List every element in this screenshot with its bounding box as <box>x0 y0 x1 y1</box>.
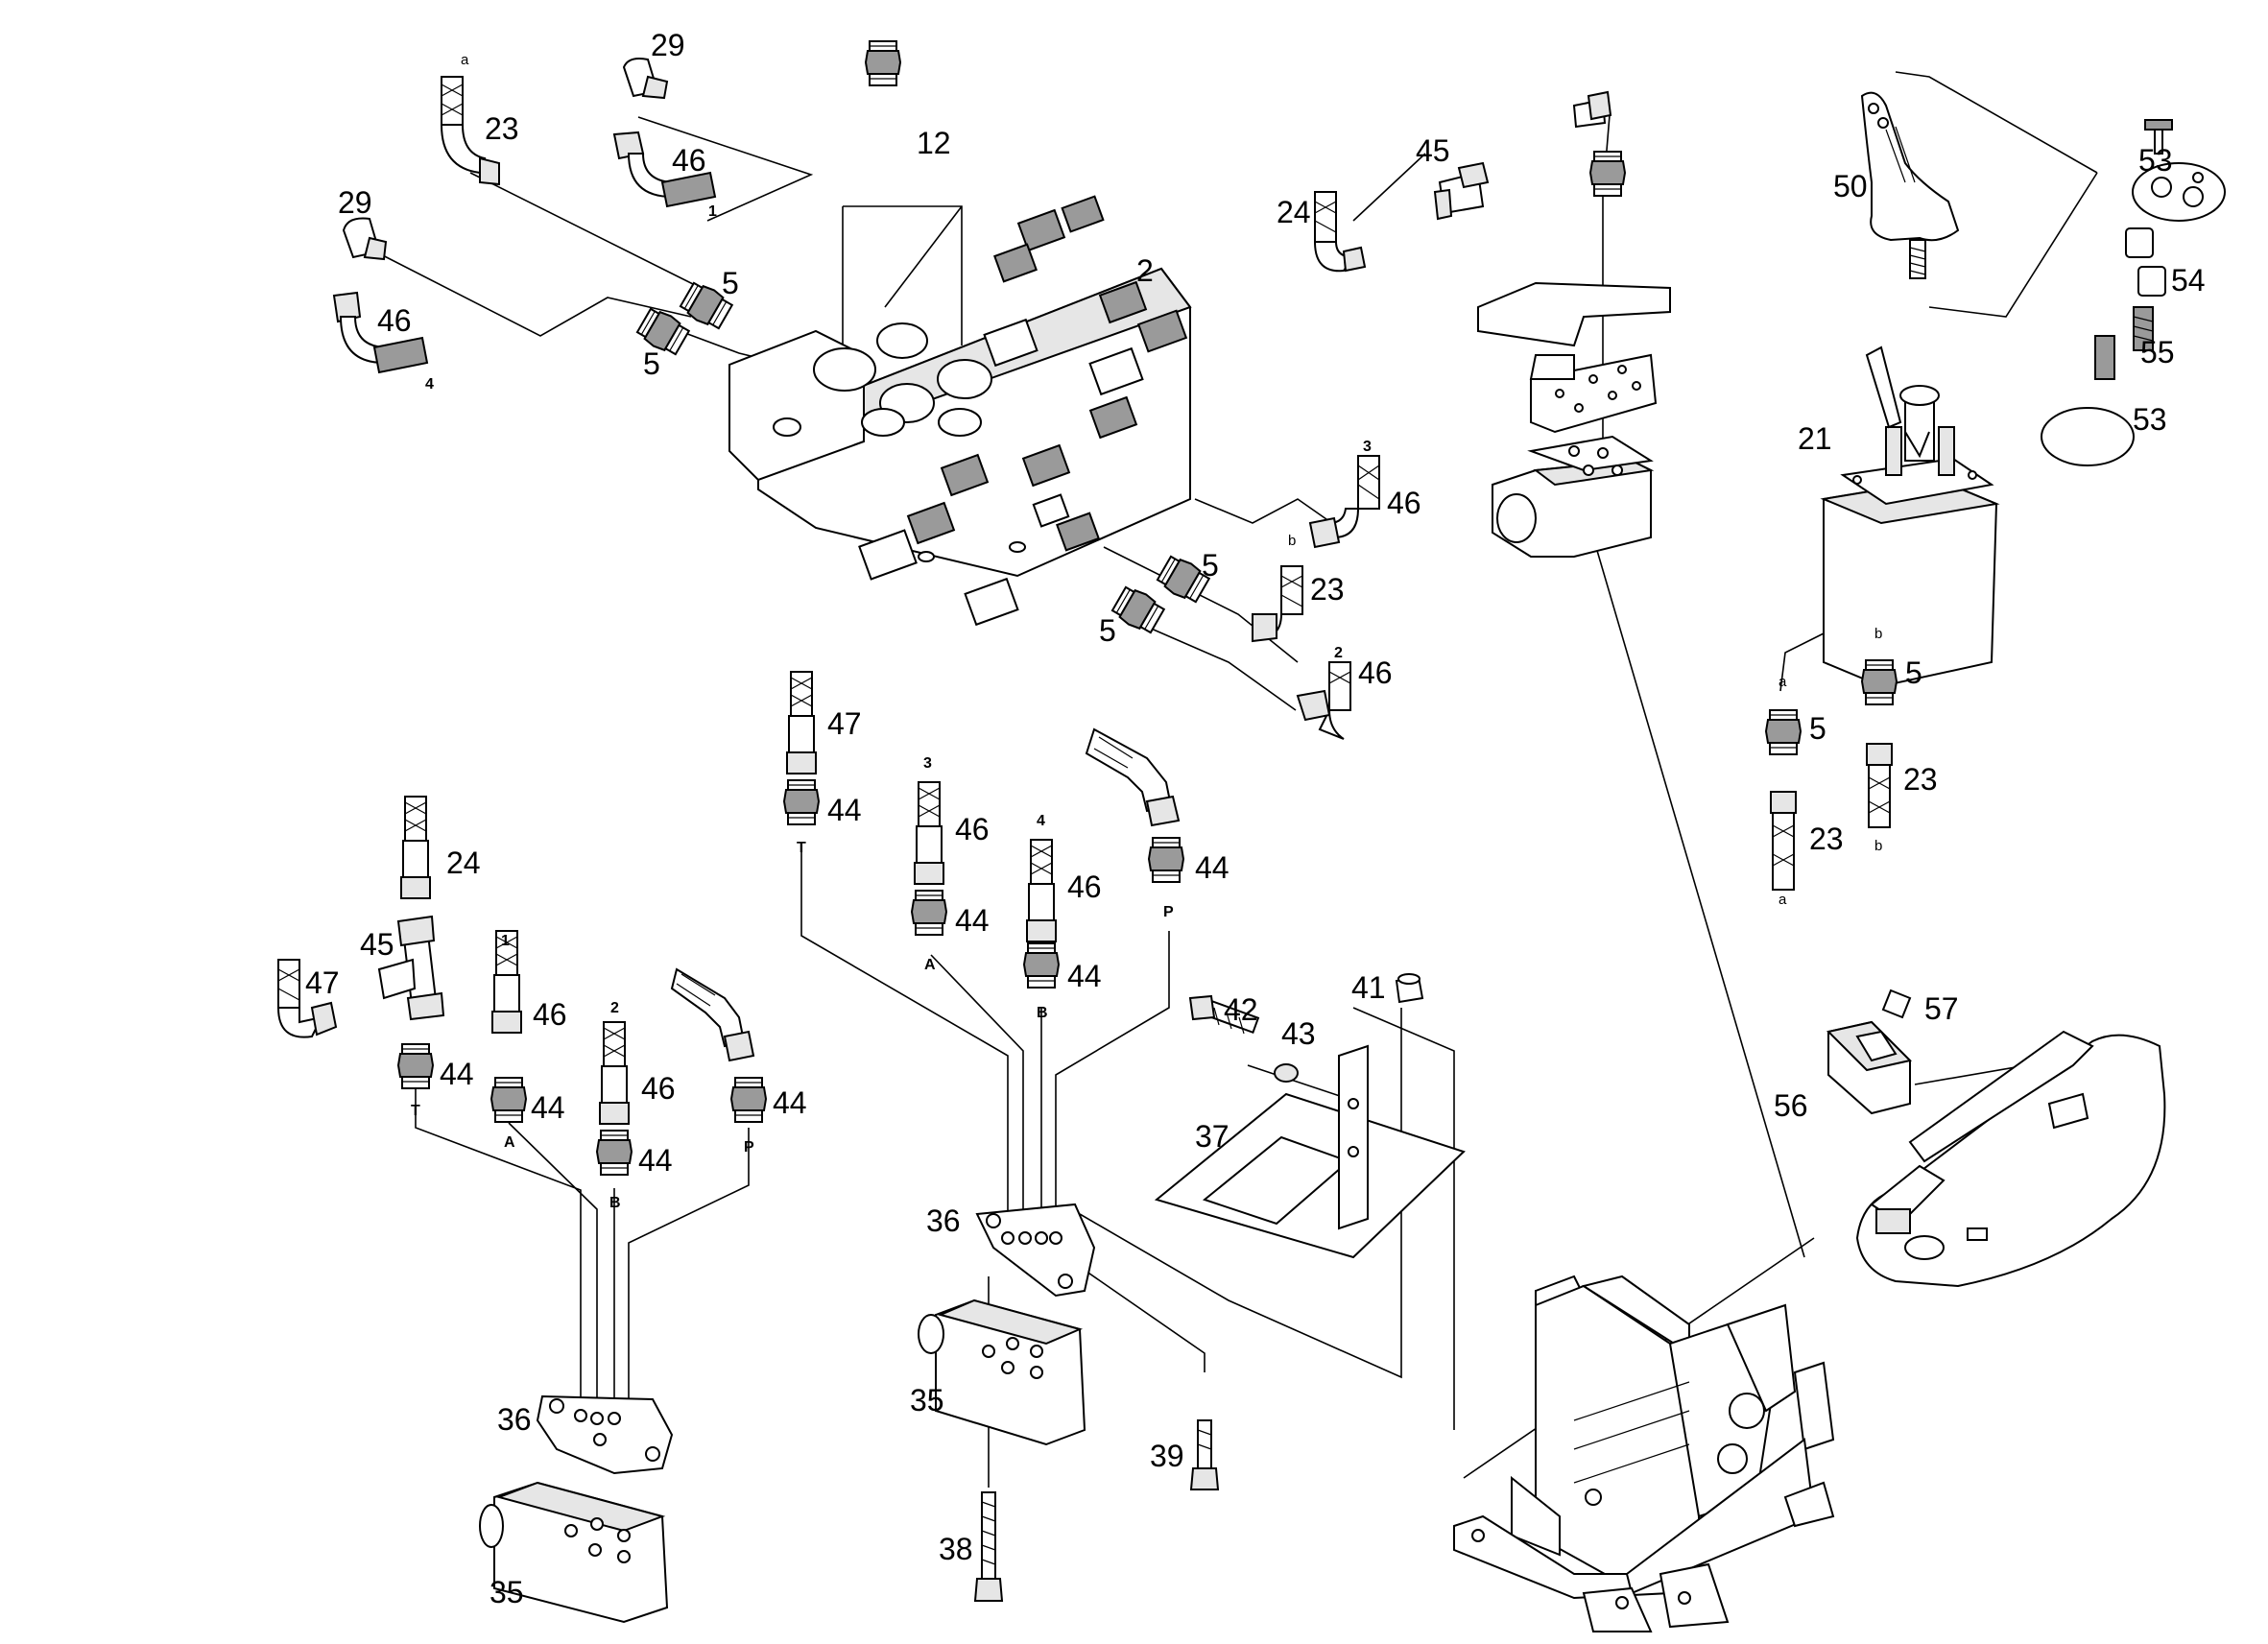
hose-mark-3-right: 3 <box>1363 439 1372 455</box>
marker-a-top: a <box>461 52 469 68</box>
port-a-left: A <box>504 1134 515 1151</box>
callout-47-left: 47 <box>305 965 340 1000</box>
hose-mark-4-left: 4 <box>425 376 434 393</box>
hose-marks: 1 4 3 2 3 4 1 2 <box>425 203 1372 1016</box>
callout-57: 57 <box>1924 991 1959 1026</box>
callout-44-left-a: 44 <box>531 1090 565 1125</box>
callout-44-mid-a: 44 <box>955 903 990 938</box>
callout-2: 2 <box>1136 253 1154 288</box>
callout-45-left: 45 <box>360 927 394 962</box>
callout-38: 38 <box>939 1532 973 1566</box>
marker-b-joy-bottom: b <box>1874 838 1882 854</box>
callout-41: 41 <box>1351 970 1386 1005</box>
callout-55: 55 <box>2140 335 2175 369</box>
middle-manifold-fittings <box>783 671 1466 1602</box>
callout-46-top: 46 <box>672 143 706 178</box>
callout-37: 37 <box>1195 1119 1229 1154</box>
hose-mark-4-mid: 4 <box>1037 813 1045 829</box>
port-labels: T A B P T A B P <box>411 840 1174 1211</box>
callout-29-left: 29 <box>338 185 372 220</box>
callout-36-mid: 36 <box>926 1203 961 1238</box>
left-manifold-block <box>479 1394 674 1624</box>
callout-39: 39 <box>1150 1439 1184 1473</box>
callout-5-e: 5 <box>1905 655 1922 690</box>
callout-23-top: 23 <box>485 111 519 146</box>
callout-12: 12 <box>917 126 951 160</box>
callout-23-j2: 23 <box>1809 822 1844 856</box>
callout-21: 21 <box>1798 421 1832 456</box>
callout-44-left-t: 44 <box>440 1057 474 1091</box>
callout-43: 43 <box>1281 1016 1316 1051</box>
callout-5-d: 5 <box>1099 613 1116 648</box>
callout-46-r2: 46 <box>1358 655 1393 690</box>
callout-44-mid-b: 44 <box>1067 959 1102 993</box>
machine-frame <box>1453 1275 1835 1632</box>
callout-24-left: 24 <box>446 846 481 880</box>
control-valve-block <box>728 195 1192 627</box>
callout-56: 56 <box>1774 1088 1808 1123</box>
port-t-left: T <box>411 1103 420 1119</box>
marker-b-joy-top: b <box>1874 626 1882 642</box>
callout-46-mid4: 46 <box>1067 870 1102 904</box>
callout-47-mid: 47 <box>827 706 862 741</box>
hose-mark-2-right: 2 <box>1334 645 1343 661</box>
callout-46-left1: 46 <box>533 997 567 1032</box>
callout-23-j1: 23 <box>1903 762 1938 797</box>
callout-36-left: 36 <box>497 1402 532 1437</box>
port-p-mid: P <box>1163 904 1174 920</box>
marker-b-valve: b <box>1288 533 1296 549</box>
callout-5-b: 5 <box>643 346 660 381</box>
marker-a-joy-bottom: a <box>1779 892 1787 908</box>
callout-44-mid-p: 44 <box>1195 850 1229 885</box>
joystick-assembly <box>1765 91 2226 891</box>
callout-5-c: 5 <box>1202 548 1219 583</box>
callout-53-top: 53 <box>2138 143 2173 178</box>
callout-53-bottom: 53 <box>2133 402 2167 437</box>
callout-44-mid-t: 44 <box>827 793 862 827</box>
callout-44-left-p: 44 <box>773 1085 807 1120</box>
callout-5-f: 5 <box>1809 711 1826 746</box>
marker-a-joy-top: a <box>1779 674 1787 690</box>
hose-mark-3-mid: 3 <box>923 755 932 772</box>
port-b-mid: B <box>1037 1005 1048 1021</box>
armrest-console <box>1826 989 2166 1288</box>
callout-45-top: 45 <box>1416 133 1450 168</box>
hose-mark-2-left: 2 <box>610 1000 619 1016</box>
hose-fittings-top-left <box>332 40 901 374</box>
port-a-mid: A <box>924 957 936 973</box>
hose-fittings-valve-right <box>1109 455 1380 740</box>
callout-50: 50 <box>1833 169 1868 203</box>
center-top-assembly <box>1313 90 1671 558</box>
callout-46-left2: 46 <box>641 1071 676 1106</box>
leader-lines <box>367 71 2098 1488</box>
left-manifold-fittings <box>276 796 767 1176</box>
callout-46-r1: 46 <box>1387 486 1421 520</box>
callout-54: 54 <box>2171 263 2206 298</box>
callout-numbers: 29 23 12 46 29 5 46 5 2 45 24 46 5 23 5 … <box>305 28 2206 1609</box>
callout-29-top: 29 <box>651 28 685 62</box>
callout-24-top: 24 <box>1277 195 1311 229</box>
callout-35-mid: 35 <box>910 1383 944 1418</box>
line-end-markers: a b b a a b <box>461 52 1882 908</box>
port-p-left: P <box>744 1139 754 1156</box>
callout-35-left: 35 <box>489 1575 524 1609</box>
callout-42: 42 <box>1224 992 1258 1027</box>
port-t-mid: T <box>797 840 806 856</box>
callout-44-left-b: 44 <box>638 1143 673 1178</box>
callout-46-left: 46 <box>377 303 412 338</box>
callout-5-a: 5 <box>722 266 739 300</box>
callout-23-r: 23 <box>1310 572 1345 607</box>
port-b-left: B <box>609 1195 621 1211</box>
hose-mark-1-top: 1 <box>708 203 717 220</box>
callout-46-mid3: 46 <box>955 812 990 846</box>
hose-mark-1-left: 1 <box>501 933 510 949</box>
